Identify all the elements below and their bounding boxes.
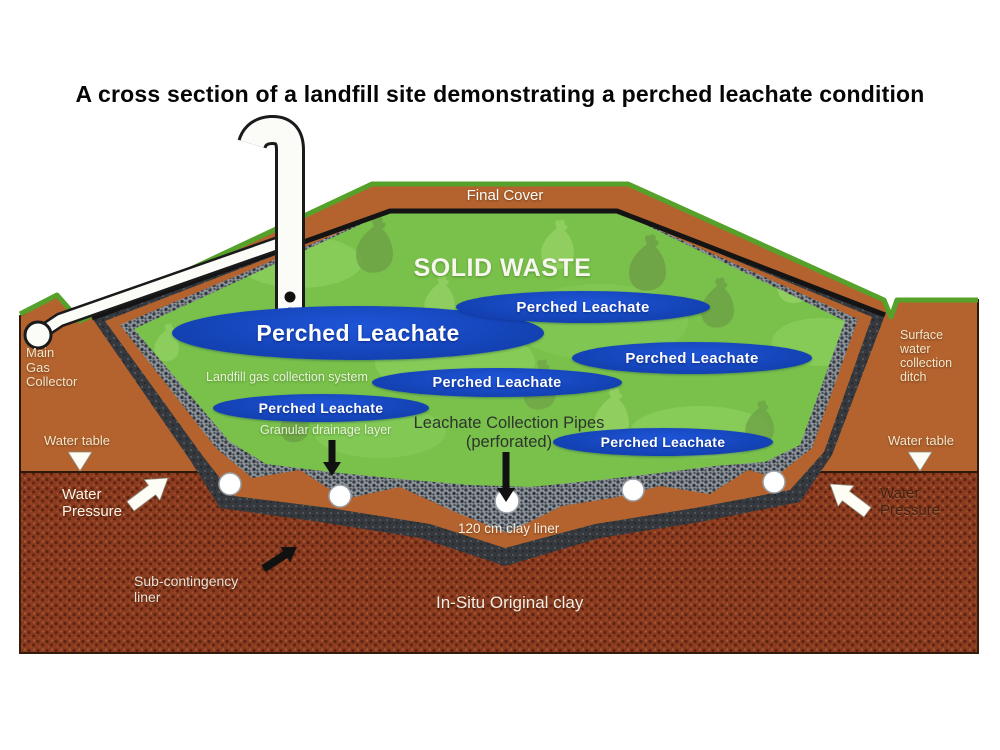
leachate-collection-pipes bbox=[218, 470, 786, 514]
perched-leachate-ellipse: Perched Leachate bbox=[572, 342, 812, 374]
clay-liner-label: 120 cm clay liner bbox=[458, 521, 560, 536]
water-table-marker-left bbox=[67, 451, 93, 472]
perched-leachate-ellipse: Perched Leachate bbox=[553, 428, 773, 456]
chimney-perforation-1 bbox=[284, 291, 296, 303]
water-table-right-label: Water table bbox=[888, 433, 954, 448]
water-pressure-left-label: Water Pressure bbox=[62, 486, 123, 520]
water-pressure-right-label: Water Pressure bbox=[880, 485, 941, 519]
surface-water-ditch-label: Surface water collection ditch bbox=[900, 328, 953, 384]
perched-leachate-ellipse: Perched Leachate bbox=[213, 394, 429, 422]
water-table-left-label: Water table bbox=[44, 433, 110, 448]
sub-contingency-liner-label: Sub-contingency liner bbox=[134, 573, 239, 605]
figure-title: A cross section of a landfill site demon… bbox=[75, 81, 925, 107]
perforated-pipe-arrow bbox=[497, 452, 515, 502]
granular-drainage-label: Granular drainage layer bbox=[260, 423, 392, 437]
solid-waste-label: SOLID WASTE bbox=[413, 254, 592, 282]
pointer-arrows bbox=[261, 440, 515, 573]
grass-surface-line bbox=[18, 181, 978, 324]
water-table-marker-right bbox=[907, 451, 933, 472]
granular-layer-arrow bbox=[323, 440, 341, 476]
main-gas-collector-pipe-end bbox=[23, 320, 53, 350]
perched-leachate-ellipse: Perched Leachate bbox=[172, 306, 544, 360]
leachate-pipes-label: Leachate Collection Pipes (perforated) bbox=[413, 414, 605, 452]
perched-leachate-ellipse: Perched Leachate bbox=[456, 291, 710, 323]
perched-leachate-ellipse: Perched Leachate bbox=[372, 368, 622, 397]
main-gas-collector-label: Main Gas Collector bbox=[26, 345, 78, 390]
gas-chimney-pipe bbox=[240, 118, 302, 320]
gas-collection-piping bbox=[23, 115, 305, 350]
water-pressure-arrow-left bbox=[126, 477, 169, 512]
landfill-gas-system-label: Landfill gas collection system bbox=[206, 370, 368, 384]
water-pressure-arrow-right bbox=[829, 483, 872, 518]
in-situ-clay-label: In-Situ Original clay bbox=[436, 593, 584, 612]
sub-liner-arrow bbox=[261, 547, 297, 573]
final-cover-label: Final Cover bbox=[466, 187, 544, 204]
water-markers bbox=[67, 451, 933, 518]
